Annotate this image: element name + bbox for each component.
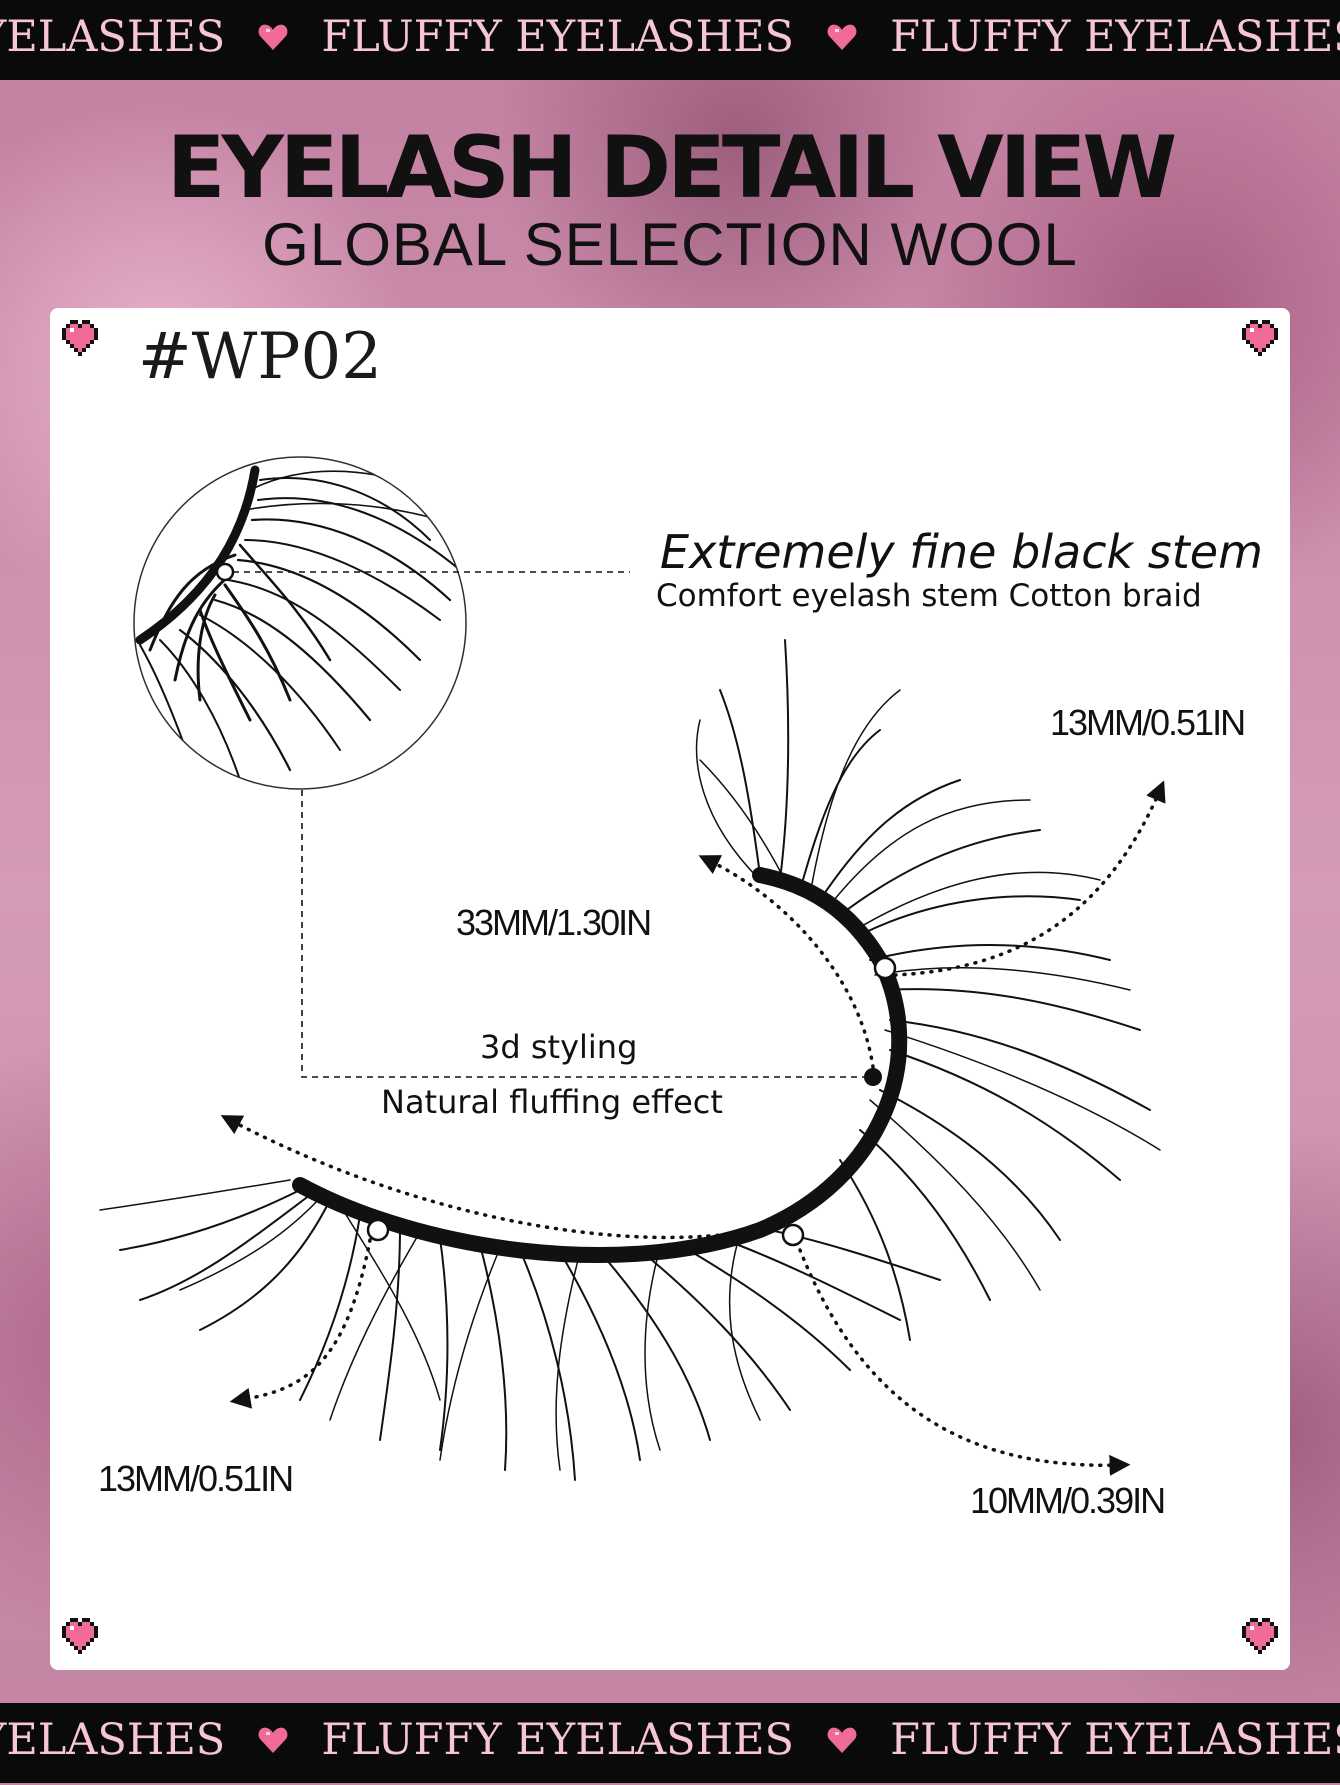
- zoom-circle: [135, 465, 461, 789]
- top-ticker-banner: YELASHES FLUFFY EYELASHES FLUFFY EYELASH…: [0, 0, 1340, 80]
- ticker-text: FLUFFY EYELASHES: [321, 1715, 794, 1765]
- measure-point-top: [873, 956, 897, 980]
- product-code: #WP02: [138, 320, 382, 394]
- pixel-heart-icon: [62, 1618, 98, 1654]
- measurement-bottom-right: 10MM/0.39IN: [970, 1480, 1166, 1521]
- styling-callout-title: 3d styling: [480, 1028, 638, 1066]
- lash-strip: [99, 639, 1161, 1481]
- styling-callout-desc: Natural fluffing effect: [381, 1083, 723, 1121]
- ticker-text: YELASHES: [0, 1715, 226, 1765]
- heart-icon: [258, 1727, 288, 1753]
- ticker-text: FLUFFY EYELASHES: [321, 12, 794, 62]
- page-subtitle: GLOBAL SELECTION WOOL: [262, 211, 1078, 278]
- detail-card: [50, 308, 1290, 1670]
- styling-point: [864, 1068, 882, 1086]
- pixel-heart-icon: [62, 320, 98, 356]
- arrow-icon: [893, 780, 1166, 977]
- measure-point-left: [366, 1218, 390, 1242]
- zoom-point: [215, 562, 235, 582]
- arrow-icon: [798, 1248, 1131, 1476]
- zoom-circle-outline: [133, 456, 467, 790]
- ticker-text: FLUFFY EYELASHES: [890, 1715, 1340, 1765]
- measurement-top-right: 13MM/0.51IN: [1050, 702, 1246, 743]
- arrow-icon: [698, 855, 875, 1069]
- pixel-heart-icon: [1242, 1618, 1278, 1654]
- styling-leader-line: [301, 790, 873, 1078]
- heart-icon: [258, 24, 288, 50]
- arrow-icon: [220, 1115, 782, 1240]
- ticker-track: YELASHES FLUFFY EYELASHES FLUFFY EYELASH…: [0, 12, 1340, 62]
- stem-callout-desc: Comfort eyelash stem Cotton braid: [656, 578, 1202, 614]
- stem-callout-title: Extremely fine black stem: [660, 525, 1263, 579]
- ticker-text: FLUFFY EYELASHES: [890, 12, 1340, 62]
- measurement-width: 33MM/1.30IN: [456, 902, 652, 943]
- bottom-ticker-banner: YELASHES FLUFFY EYELASHES FLUFFY EYELASH…: [0, 1703, 1340, 1783]
- heart-icon: [827, 1727, 857, 1753]
- page-title: EYELASH DETAIL VIEW: [166, 118, 1178, 218]
- measurement-left: 13MM/0.51IN: [98, 1458, 294, 1499]
- pixel-heart-icon: [1242, 320, 1278, 356]
- ticker-track: YELASHES FLUFFY EYELASHES FLUFFY EYELASH…: [0, 1715, 1340, 1765]
- heart-icon: [827, 24, 857, 50]
- arrow-icon: [229, 1238, 372, 1409]
- ticker-text: YELASHES: [0, 12, 226, 62]
- measure-point-bottom: [781, 1223, 805, 1247]
